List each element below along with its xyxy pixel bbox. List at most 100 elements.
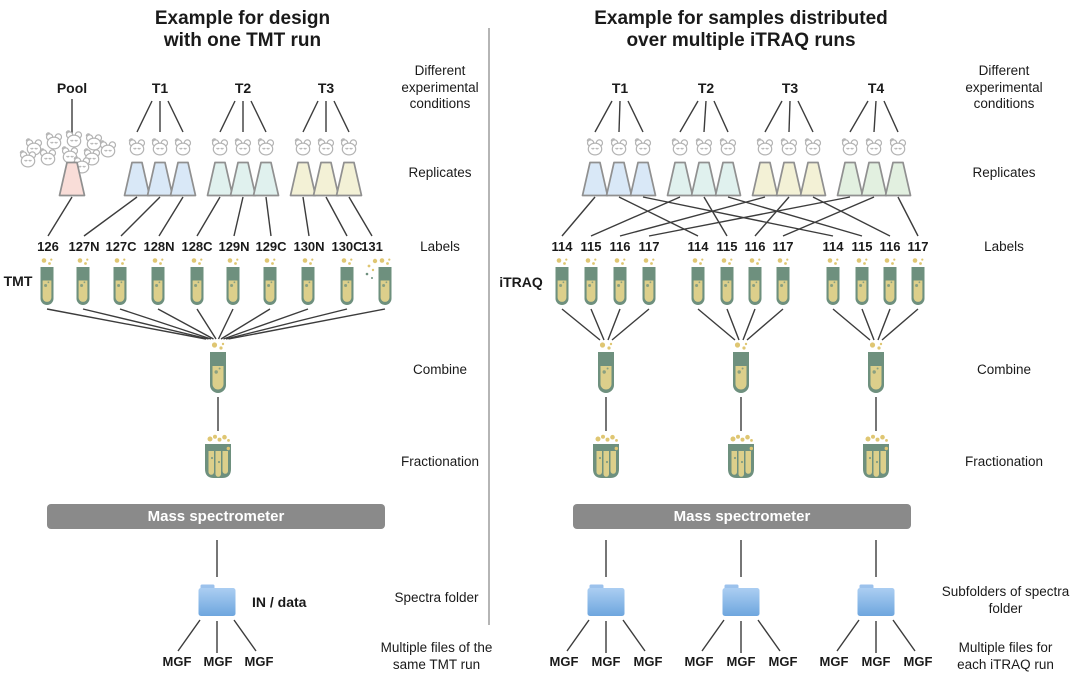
mouse-icon xyxy=(585,136,605,157)
mouse-icon xyxy=(694,136,714,157)
reporter-label: 114 xyxy=(687,239,709,254)
itraq-reagent-label: iTRAQ xyxy=(499,274,543,290)
reporter-tube-icon xyxy=(910,257,926,307)
reporter-tube-icon xyxy=(690,257,706,307)
mgf-file-label: MGF xyxy=(591,654,621,669)
condition-label: T1 xyxy=(611,80,629,96)
reporter-label: 131 xyxy=(361,239,383,254)
reporter-label: 116 xyxy=(879,239,901,254)
reporter-label: 117 xyxy=(638,239,660,254)
annotation-left-spectra-folder: Spectra folder xyxy=(394,590,479,605)
annotation-right-fractionation: Fractionation xyxy=(964,454,1044,469)
condition-label: T4 xyxy=(867,80,885,96)
spill-dots xyxy=(364,258,380,284)
condition-label: T2 xyxy=(234,80,252,96)
reporter-tube-icon xyxy=(377,257,393,307)
annotation-right-spectra-folder: Subfolders of spectra folder xyxy=(941,584,1070,616)
reporter-label: 117 xyxy=(907,239,929,254)
reporter-tube-icon xyxy=(825,257,841,307)
replicate-flask-icon xyxy=(629,161,657,197)
folder-icon xyxy=(586,583,626,619)
mouse-icon xyxy=(888,136,908,157)
annotation-left-conditions: Different experimental conditions xyxy=(401,63,479,111)
reporter-tube-icon xyxy=(150,257,166,307)
mouse-icon xyxy=(670,136,690,157)
mouse-icon xyxy=(755,136,775,157)
mouse-icon xyxy=(316,136,336,157)
right-title-line2: over multiple iTRAQ runs xyxy=(626,29,856,51)
mouse-icon xyxy=(210,136,230,157)
spectra-folder-name: IN / data xyxy=(252,594,307,610)
reporter-label: 130C xyxy=(331,239,363,254)
mouse-icon xyxy=(18,148,38,169)
mouse-icon xyxy=(98,138,118,159)
reporter-tube-icon xyxy=(189,257,205,307)
mouse-icon xyxy=(256,136,276,157)
annotation-right-combine: Combine xyxy=(976,362,1032,377)
reporter-label: 128C xyxy=(181,239,213,254)
combine-tube-icon xyxy=(866,341,886,395)
condition-label: T3 xyxy=(317,80,335,96)
right-title-line1: Example for samples distributed xyxy=(594,8,888,29)
reporter-label: 116 xyxy=(609,239,631,254)
mass-spectrometer-bar-right: Mass spectrometer xyxy=(573,504,911,529)
mgf-file-label: MGF xyxy=(162,654,192,669)
mgf-file-label: MGF xyxy=(244,654,274,669)
mgf-file-label: MGF xyxy=(684,654,714,669)
fractionation-beaker-icon xyxy=(590,434,622,486)
reporter-label: 129N xyxy=(218,239,250,254)
left-panel-title: Example for design with one TMT run xyxy=(60,8,425,51)
reporter-tube-icon xyxy=(882,257,898,307)
reporter-tube-icon xyxy=(225,257,241,307)
annotation-left-labels: Labels xyxy=(420,239,460,254)
panel-divider xyxy=(488,28,490,625)
reporter-label: 115 xyxy=(716,239,738,254)
reporter-label: 127C xyxy=(105,239,137,254)
condition-label: T1 xyxy=(151,80,169,96)
mouse-icon xyxy=(803,136,823,157)
combine-tube-icon xyxy=(731,341,751,395)
mgf-file-label: MGF xyxy=(768,654,798,669)
combine-tube-icon xyxy=(596,341,616,395)
reporter-label: 116 xyxy=(744,239,766,254)
annotation-right-files: Multiple files for each iTRAQ run xyxy=(957,640,1054,672)
reporter-tube-icon xyxy=(262,257,278,307)
folder-icon xyxy=(197,583,237,619)
mgf-file-label: MGF xyxy=(549,654,579,669)
annotation-left-files: Multiple files of the same TMT run xyxy=(380,640,493,672)
reporter-label: 114 xyxy=(822,239,844,254)
fractionation-beaker-icon xyxy=(202,434,234,486)
folder-icon xyxy=(856,583,896,619)
mouse-icon xyxy=(64,128,84,149)
reporter-tube-icon xyxy=(300,257,316,307)
mgf-file-label: MGF xyxy=(726,654,756,669)
replicate-flask-icon xyxy=(884,161,912,197)
condition-label: Pool xyxy=(56,80,88,96)
reporter-tube-icon xyxy=(612,257,628,307)
mouse-icon xyxy=(233,136,253,157)
replicate-flask-icon xyxy=(58,161,86,197)
reporter-tube-icon xyxy=(583,257,599,307)
reporter-tube-icon xyxy=(854,257,870,307)
reporter-label: 114 xyxy=(551,239,573,254)
left-title-line2: with one TMT run xyxy=(163,29,322,51)
reporter-label: 126 xyxy=(37,239,59,254)
mouse-icon xyxy=(633,136,653,157)
annotation-right-conditions: Different experimental conditions xyxy=(965,63,1043,111)
reporter-label: 128N xyxy=(143,239,175,254)
reporter-tube-icon xyxy=(641,257,657,307)
mouse-icon xyxy=(38,146,58,167)
mouse-icon xyxy=(840,136,860,157)
left-title-line1: Example for design xyxy=(154,8,331,29)
reporter-label: 127N xyxy=(68,239,100,254)
annotation-right-labels: Labels xyxy=(984,239,1024,254)
mouse-icon xyxy=(339,136,359,157)
condition-label: T3 xyxy=(781,80,799,96)
reporter-label: 129C xyxy=(255,239,287,254)
reporter-tube-icon xyxy=(39,257,55,307)
reporter-tube-icon xyxy=(75,257,91,307)
condition-label: T2 xyxy=(697,80,715,96)
tmt-reagent-label: TMT xyxy=(3,273,33,289)
mouse-icon xyxy=(173,136,193,157)
